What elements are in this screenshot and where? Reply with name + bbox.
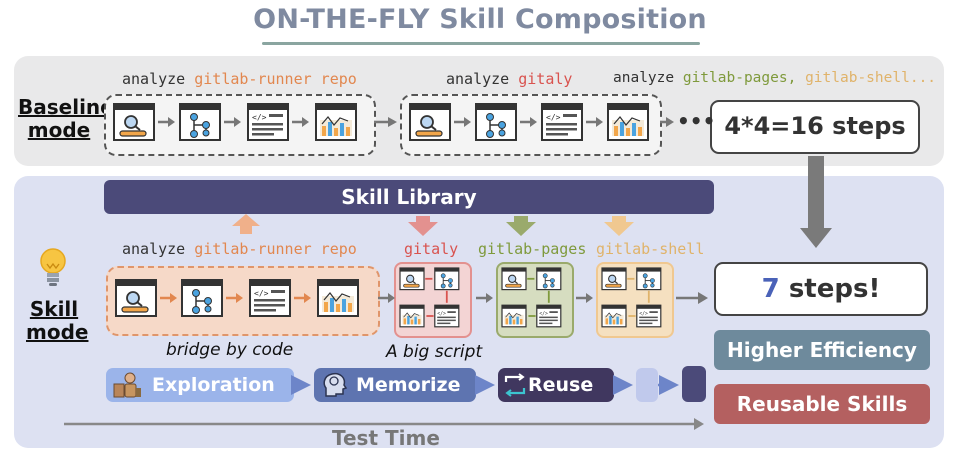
down-arrow-pages xyxy=(506,216,536,236)
flow-arrow xyxy=(290,115,311,129)
baseline-mode-label-line1: Baseline xyxy=(18,95,114,119)
higher-efficiency-badge: Higher Efficiency xyxy=(714,330,930,370)
title-underline xyxy=(262,42,700,45)
baseline-group3-prefix: analyze xyxy=(613,70,675,86)
chart-window-icon xyxy=(317,279,359,317)
reusable-skills-badge: Reusable Skills xyxy=(714,384,930,424)
flow-arrow xyxy=(574,291,595,305)
code-window-icon xyxy=(636,304,662,328)
lightbulb-icon xyxy=(36,246,70,290)
search-window-icon xyxy=(399,267,425,291)
chart-window-icon xyxy=(501,304,527,328)
baseline-group3-repo-b: gitlab-shell... xyxy=(805,70,937,86)
flow-graph-window-icon xyxy=(181,279,223,317)
skill-library-bar: Skill Library xyxy=(104,180,714,214)
diagram-title: ON-THE-FLY Skill Composition xyxy=(253,4,707,35)
memorize-label: Memorize xyxy=(356,374,461,396)
code-window-icon xyxy=(536,304,562,328)
baseline-group1-prefix: analyze xyxy=(122,70,186,88)
reuse-label: Reuse xyxy=(528,374,594,396)
reuse-cycle-icon xyxy=(502,372,528,398)
flow-graph-window-icon xyxy=(536,267,562,291)
ellipsis-connector-head xyxy=(666,117,674,127)
search-window-icon xyxy=(501,267,527,291)
chart-window-icon xyxy=(399,304,425,328)
down-arrow-shell xyxy=(604,216,634,236)
chart-window-icon xyxy=(315,103,357,141)
flow-graph-window-icon xyxy=(636,267,662,291)
baseline-steps-box: 4*4=16 steps xyxy=(710,100,920,154)
baseline-group2-label: analyze gitaly xyxy=(446,70,572,88)
reuse-step: Reuse xyxy=(498,368,614,402)
future-step-light xyxy=(636,368,658,402)
script-caption: A big script xyxy=(386,342,483,362)
skill-mode-label: Skill mode xyxy=(26,297,89,344)
search-window-icon xyxy=(601,267,627,291)
skill-steps-text: steps! xyxy=(788,274,881,304)
ellipsis-dots: ••• xyxy=(677,109,715,133)
baseline-mode-label-line2: mode xyxy=(27,118,91,142)
baseline-group2-repo: gitaly xyxy=(518,70,573,88)
baseline-group1-label: analyze gitlab-runner repo xyxy=(122,70,357,88)
baseline-group3-label: analyze gitlab-pages, gitlab-shell... xyxy=(613,70,936,86)
code-window-icon xyxy=(247,103,289,141)
skill-mode-label-line2: mode xyxy=(26,320,89,344)
skill-runner-label: analyze gitlab-runner repo xyxy=(122,240,357,258)
skill-mode-label-line1: Skill xyxy=(29,297,79,321)
skill-runner-prefix: analyze xyxy=(122,240,186,258)
baseline-group2-prefix: analyze xyxy=(446,70,510,88)
flow-arrow xyxy=(222,115,243,129)
flow-arrow-orange xyxy=(224,291,245,305)
chart-window-icon xyxy=(607,103,649,141)
chart-window-icon xyxy=(601,304,627,328)
flow-graph-window-icon xyxy=(434,267,460,291)
baseline-group3-repo-a: gitlab-pages, xyxy=(682,70,797,86)
down-arrow-shaft xyxy=(808,156,824,234)
search-window-icon xyxy=(409,103,451,141)
flow-graph-window-icon xyxy=(179,103,221,141)
code-window-icon xyxy=(434,304,460,328)
flow-graph-window-icon xyxy=(475,103,517,141)
brain-head-icon xyxy=(320,370,350,400)
skill-steps-number: 7 xyxy=(761,274,780,304)
flow-arrow xyxy=(376,291,397,305)
bridge-caption: bridge by code xyxy=(166,340,294,360)
skill-runner-repo: gitlab-runner repo xyxy=(194,240,357,258)
test-time-label: Test Time xyxy=(332,426,440,450)
flow-arrow xyxy=(584,115,605,129)
future-step-dark xyxy=(682,366,706,402)
code-window-icon xyxy=(541,103,583,141)
test-time-arrow-head xyxy=(694,418,704,430)
skill-pages-label: gitlab-pages xyxy=(478,240,587,258)
down-arrow-gitaly xyxy=(408,216,438,236)
group-connector-head xyxy=(388,117,397,127)
skill-gitaly-label: gitaly xyxy=(404,240,459,258)
baseline-mode-label: Baseline mode xyxy=(18,95,114,142)
code-window-icon xyxy=(249,279,291,317)
flow-arrow-orange xyxy=(158,291,179,305)
flow-arrow xyxy=(474,291,495,305)
baseline-group1-repo: gitlab-runner repo xyxy=(194,70,357,88)
explorer-icon xyxy=(112,370,142,400)
search-window-icon xyxy=(115,279,157,317)
flow-arrow xyxy=(156,115,177,129)
flow-arrow xyxy=(518,115,539,129)
flow-arrow-orange xyxy=(292,291,313,305)
flow-arrow xyxy=(452,115,473,129)
exploration-label: Exploration xyxy=(152,374,275,396)
skill-steps-box: 7 steps! xyxy=(714,262,928,316)
search-window-icon xyxy=(113,103,155,141)
up-arrow-to-library xyxy=(232,214,260,234)
flow-arrow-to-steps-head xyxy=(698,292,708,304)
down-arrow-head xyxy=(800,228,832,248)
skill-shell-label: gitlab-shell xyxy=(596,240,705,258)
